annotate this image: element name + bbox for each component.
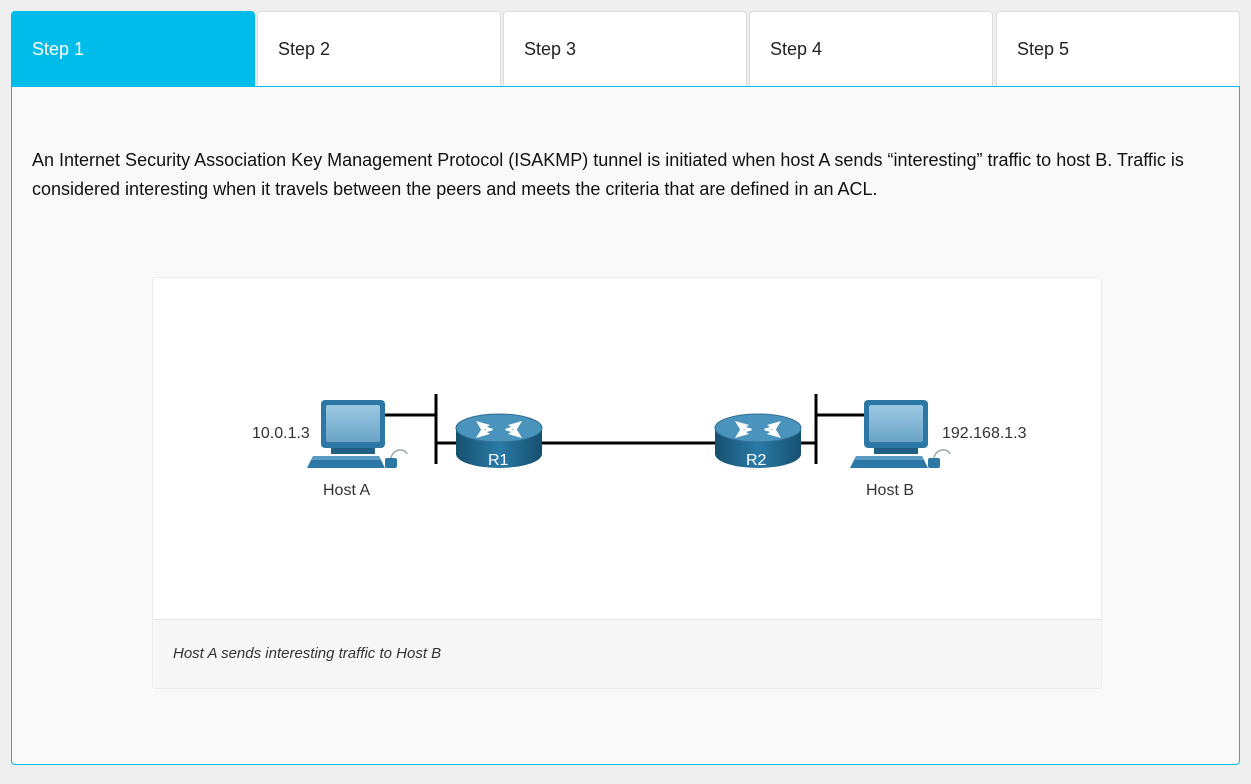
step-description: An Internet Security Association Key Man… bbox=[32, 150, 1184, 199]
host-b-label: Host B bbox=[866, 482, 914, 499]
tab-step-2[interactable]: Step 2 bbox=[257, 11, 501, 87]
host-b-ip: 192.168.1.3 bbox=[942, 425, 1027, 442]
step-content-panel: An Internet Security Association Key Man… bbox=[11, 86, 1240, 765]
desktop-computer-icon bbox=[849, 399, 951, 469]
host-a-label: Host A bbox=[323, 482, 370, 499]
step-viewer: Step 1 Step 2 Step 3 Step 4 Step 5 An In… bbox=[11, 11, 1240, 765]
tab-step-5[interactable]: Step 5 bbox=[996, 11, 1240, 87]
desktop-computer-icon bbox=[306, 399, 408, 469]
router-r2-label: R2 bbox=[746, 452, 767, 469]
tab-step-1[interactable]: Step 1 bbox=[11, 11, 255, 87]
network-topology-diagram: 10.0.1.3 Host A R1 R2 192.168.1.3 Host B bbox=[252, 394, 1027, 499]
router-r1-label: R1 bbox=[488, 452, 509, 469]
figure-caption: Host A sends interesting traffic to Host… bbox=[153, 619, 1101, 688]
tab-step-3[interactable]: Step 3 bbox=[503, 11, 747, 87]
network-figure: 10.0.1.3 Host A R1 R2 192.168.1.3 Host B… bbox=[152, 277, 1102, 689]
tab-step-4[interactable]: Step 4 bbox=[749, 11, 993, 87]
host-a-ip: 10.0.1.3 bbox=[252, 425, 310, 442]
step-tabs: Step 1 Step 2 Step 3 Step 4 Step 5 bbox=[11, 11, 1240, 87]
